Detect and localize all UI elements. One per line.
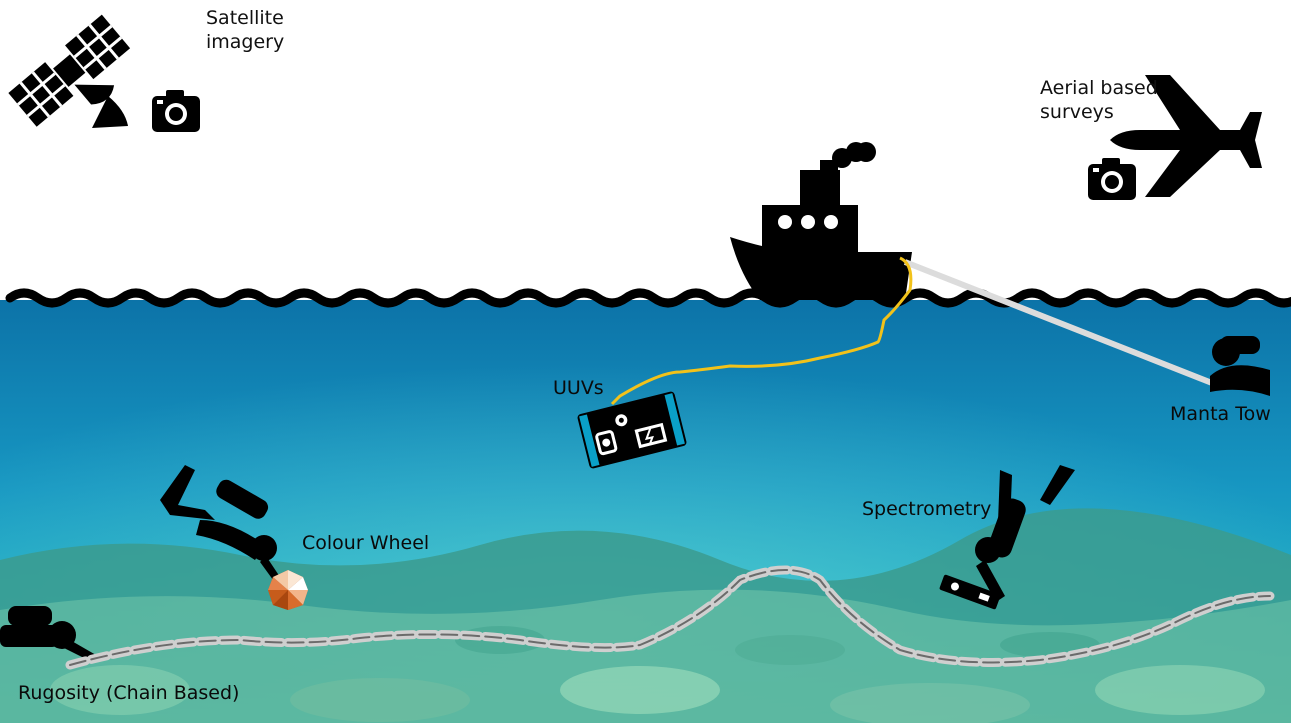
label-spectrometry: Spectrometry — [862, 498, 992, 520]
spectrometer-icon — [939, 574, 1001, 610]
manta-tow-line — [903, 259, 1214, 386]
chain-links-detail — [69, 569, 1271, 666]
reef-seabed — [0, 508, 1291, 723]
label-satellite-imagery: Satellite imagery — [206, 6, 284, 54]
label-manta-tow: Manta Tow — [1170, 403, 1271, 425]
label-line: imagery — [206, 31, 285, 53]
colour-wheel-icon — [268, 570, 308, 610]
ocean — [0, 300, 1291, 723]
diver-icon — [160, 465, 282, 584]
camera-icon — [1088, 158, 1136, 200]
uuv-tether — [610, 256, 913, 406]
airplane-icon — [1110, 75, 1262, 197]
label-rugosity: Rugosity (Chain Based) — [18, 682, 240, 704]
boat-icon — [730, 142, 912, 300]
sea-surface-line — [5, 288, 1291, 308]
diver-icon — [0, 606, 96, 662]
label-line: Satellite — [206, 7, 284, 29]
satellite-icon — [8, 14, 131, 127]
diver-icon — [1210, 336, 1270, 396]
uuv-icon — [577, 391, 687, 469]
camera-icon — [152, 90, 200, 132]
label-aerial-surveys: Aerial based surveys — [1040, 76, 1158, 124]
label-uuvs: UUVs — [553, 377, 604, 399]
satellite-dish-icon — [92, 96, 128, 128]
label-line: surveys — [1040, 101, 1114, 123]
diver-icon — [975, 465, 1075, 602]
label-line: Aerial based — [1040, 77, 1158, 99]
label-colour-wheel: Colour Wheel — [302, 532, 430, 554]
